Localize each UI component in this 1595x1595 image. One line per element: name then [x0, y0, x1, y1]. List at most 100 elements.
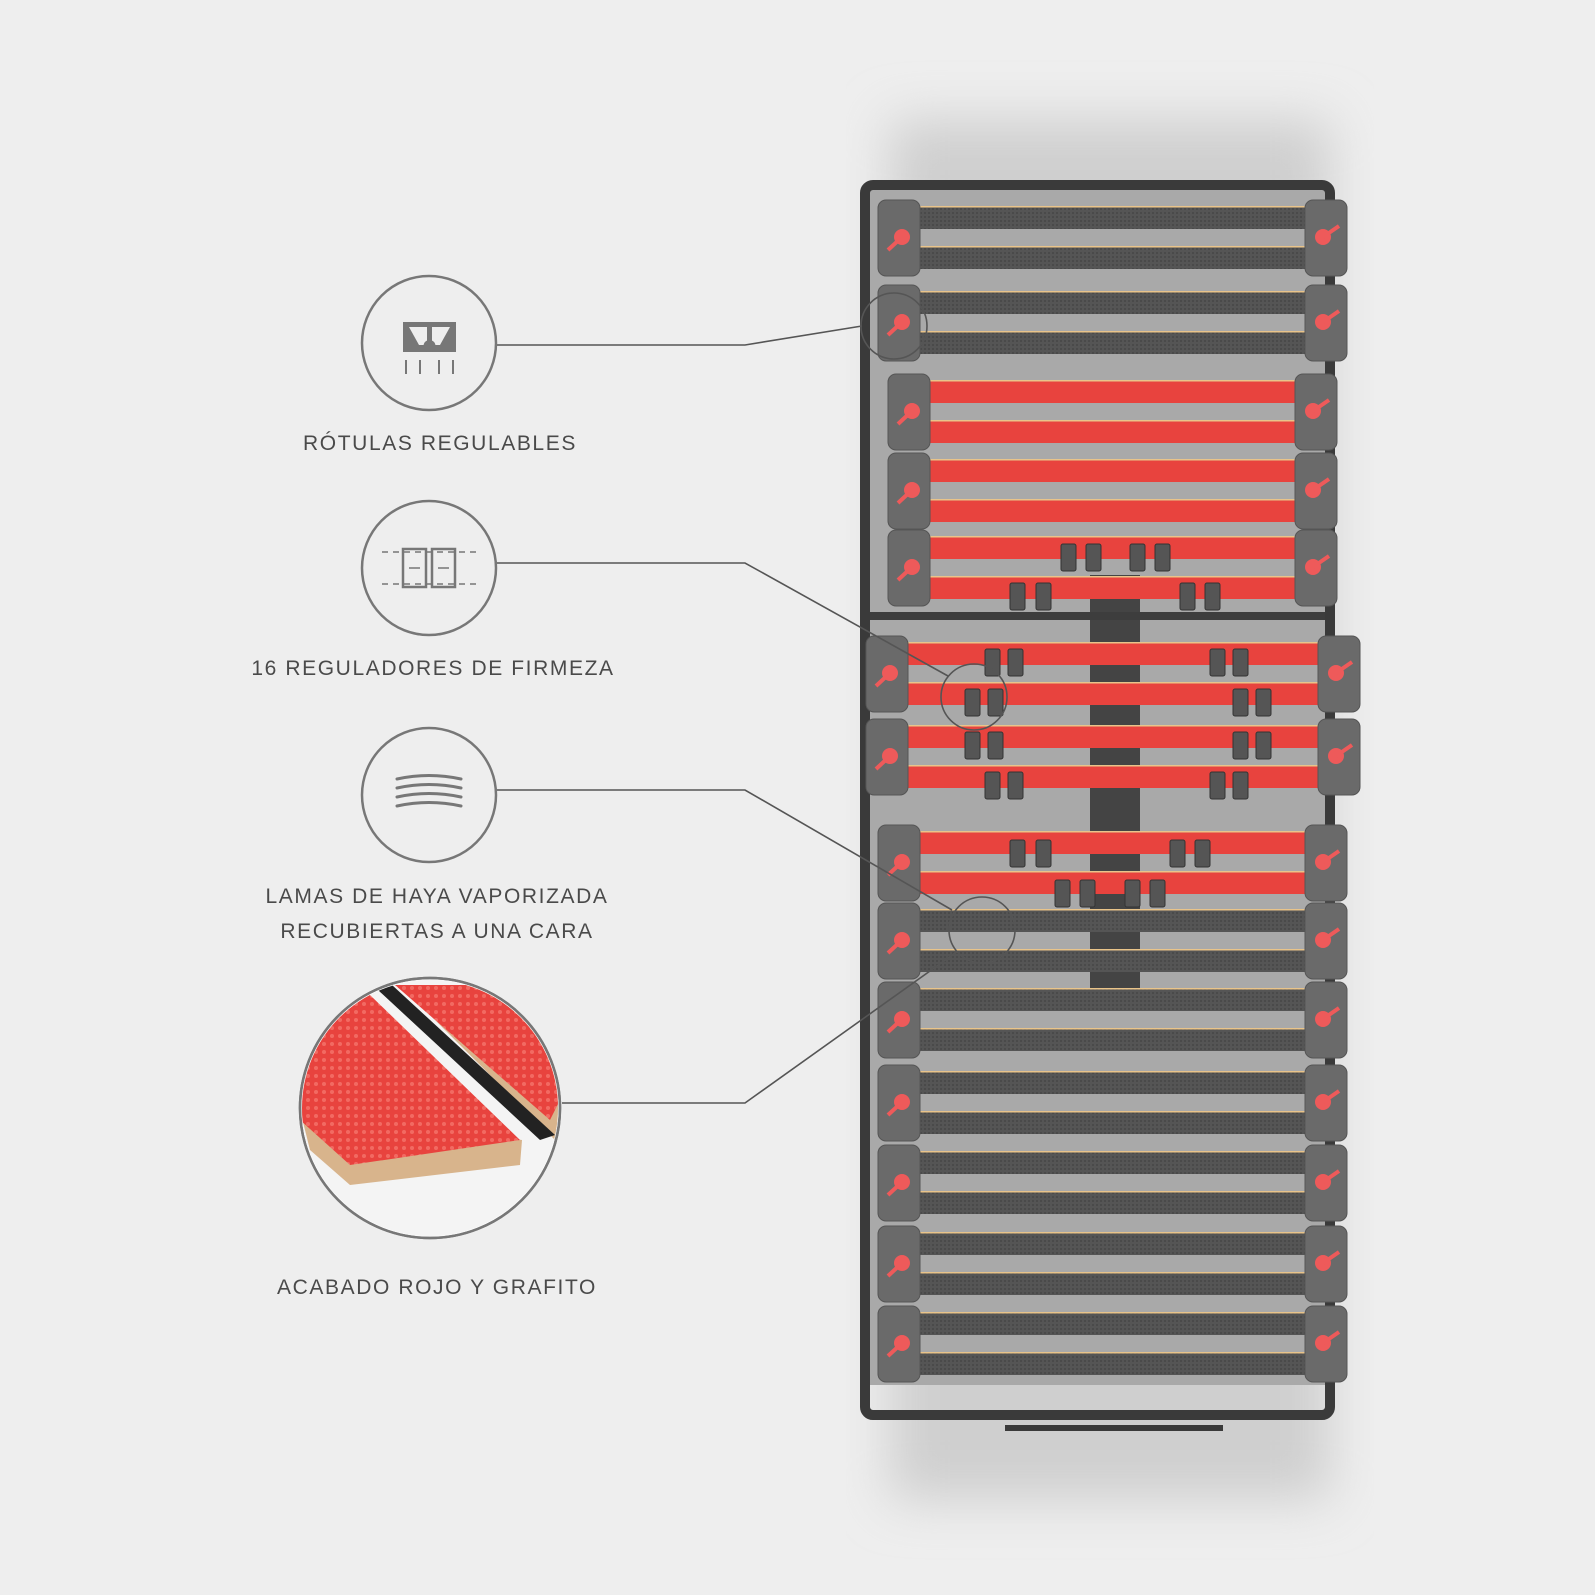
firmness-regulator [987, 688, 1004, 717]
firmness-regulator [1009, 839, 1026, 868]
slat-edge [920, 1028, 1305, 1030]
firmness-regulator [1060, 543, 1077, 572]
slat-edge [920, 1232, 1305, 1234]
callout-line-reguladores [496, 562, 949, 677]
firmness-regulator [984, 648, 1001, 677]
section-joint [865, 612, 1330, 620]
frame-foot-bar [1005, 1425, 1223, 1431]
red-slat [908, 725, 1318, 748]
feature-circle-rotulas [360, 274, 498, 412]
firmness-regulator [1085, 543, 1102, 572]
red-slat [908, 642, 1318, 665]
graphite-slat [920, 1191, 1305, 1214]
firmness-regulator [1124, 879, 1141, 908]
firmness-regulator [1169, 839, 1186, 868]
feature-circle-reguladores [360, 499, 498, 637]
callout-line-lamas [496, 789, 953, 911]
bed-frame [860, 180, 1335, 1420]
slat-edge [920, 909, 1305, 911]
firmness-regulator [1179, 582, 1196, 611]
slat-edge [920, 1151, 1305, 1153]
slat-edge [920, 988, 1305, 990]
red-slat [930, 459, 1295, 482]
joint-lever [1321, 927, 1341, 942]
feature-label-lamas: LAMAS DE HAYA VAPORIZADA RECUBIERTAS A U… [187, 879, 687, 949]
graphite-slat [920, 1028, 1305, 1051]
graphite-slat [920, 291, 1305, 314]
graphite-slat [920, 1232, 1305, 1255]
firmness-regulator [964, 688, 981, 717]
slat-edge [920, 331, 1305, 333]
feature-label-lamas-line2: RECUBIERTAS A UNA CARA [280, 920, 594, 943]
slat-finish-photo [298, 976, 562, 1240]
red-slat [920, 871, 1305, 894]
joint-lever [1321, 849, 1341, 864]
slat-edge [908, 642, 1318, 644]
firmness-regulator [1209, 648, 1226, 677]
feature-label-acabado: ACABADO ROJO Y GRAFITO [277, 1276, 597, 1299]
joint-lever [1321, 1089, 1341, 1104]
graphite-slat [920, 1111, 1305, 1134]
firmness-regulator [1154, 543, 1171, 572]
graphite-slat [920, 1352, 1305, 1375]
joint-lever [1311, 398, 1331, 413]
feature-label-rotulas: RÓTULAS REGULABLES [303, 432, 577, 455]
firmness-regulator [1007, 648, 1024, 677]
slat-edge [930, 380, 1295, 382]
slat-edge [930, 459, 1295, 461]
graphite-slat [920, 949, 1305, 972]
firmness-regulator [984, 771, 1001, 800]
slat-edge [920, 831, 1305, 833]
joint-lever [886, 1180, 904, 1197]
joint-lever [886, 1100, 904, 1117]
firmness-regulator [1194, 839, 1211, 868]
joint-lever [1334, 743, 1354, 758]
feature-label-lamas-line1: LAMAS DE HAYA VAPORIZADA [265, 885, 609, 908]
slat-edge [920, 871, 1305, 873]
firmness-regulator [1035, 839, 1052, 868]
graphite-slat [920, 206, 1305, 229]
graphite-slat [920, 988, 1305, 1011]
slat-edge [920, 1312, 1305, 1314]
red-slat [930, 420, 1295, 443]
feature-label-reguladores: 16 REGULADORES DE FIRMEZA [251, 657, 615, 680]
graphite-slat [920, 1272, 1305, 1295]
joint-lever [1311, 477, 1331, 492]
slat-edge [920, 1352, 1305, 1354]
joint-lever [874, 754, 892, 771]
slat-edge [920, 1071, 1305, 1073]
slat-edge [920, 291, 1305, 293]
joint-lever [886, 1261, 904, 1278]
slat-edge [920, 246, 1305, 248]
firmness-regulator [1255, 688, 1272, 717]
firmness-regulator [1255, 731, 1272, 760]
joint-lever [1321, 309, 1341, 324]
graphite-slat [920, 909, 1305, 932]
red-slat [930, 536, 1295, 559]
firmness-regulator [1209, 771, 1226, 800]
bed-base [860, 120, 1361, 1500]
joint-lever [896, 565, 914, 582]
firmness-regulator [1232, 648, 1249, 677]
slat-edge [920, 206, 1305, 208]
red-slat [908, 682, 1318, 705]
joint-lever [1321, 1006, 1341, 1021]
slat-edge [920, 1272, 1305, 1274]
joint-lever [896, 488, 914, 505]
graphite-slat [920, 246, 1305, 269]
firmness-regulator [1232, 688, 1249, 717]
red-slat [908, 765, 1318, 788]
adjustable-joint-icon [403, 322, 456, 374]
slat-edge [930, 499, 1295, 501]
slat-edge [930, 536, 1295, 538]
joint-lever [874, 671, 892, 688]
firmness-regulator [1149, 879, 1166, 908]
joint-lever [1321, 1250, 1341, 1265]
firmness-regulator [1129, 543, 1146, 572]
red-slat [930, 576, 1295, 599]
joint-lever [886, 860, 904, 877]
graphite-slat [920, 1312, 1305, 1335]
slat-edge [930, 576, 1295, 578]
callout-line-acabado [562, 950, 959, 1104]
